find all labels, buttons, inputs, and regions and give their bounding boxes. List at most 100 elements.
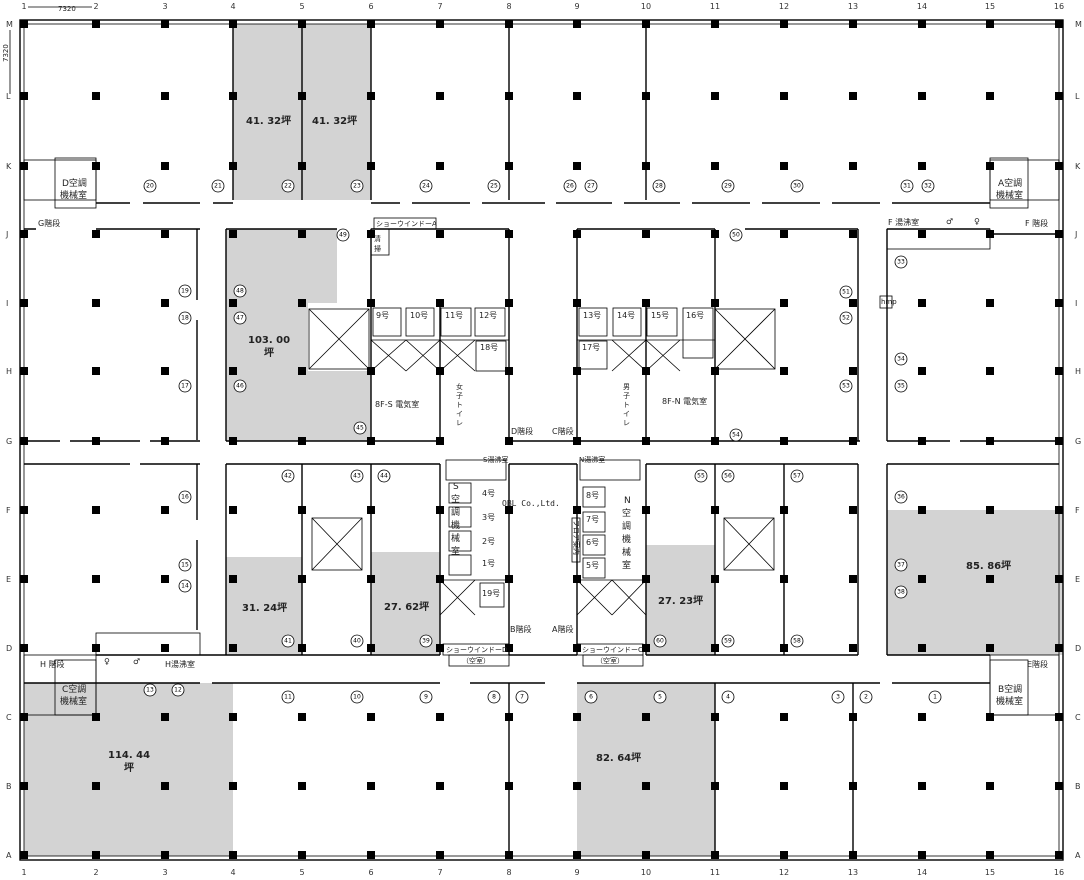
unit-marker-37[interactable]: 37 (894, 558, 908, 572)
unit-marker-2[interactable]: 2 (859, 690, 873, 704)
unit-marker-17[interactable]: 17 (178, 379, 192, 393)
d-stairs[interactable]: D階段 (511, 426, 533, 436)
unit-marker-50[interactable]: 50 (729, 228, 743, 242)
unit-marker-7[interactable]: 7 (515, 690, 529, 704)
e-stairs[interactable]: E階段 (1027, 659, 1048, 669)
unit-marker-30[interactable]: 30 (790, 179, 804, 193)
pillar (92, 851, 100, 859)
unit-marker-58[interactable]: 58 (790, 634, 804, 648)
pillar (161, 162, 169, 170)
pillar (505, 644, 513, 652)
c-stairs[interactable]: C階段 (552, 426, 574, 436)
unit-marker-59[interactable]: 59 (721, 634, 735, 648)
pillar (298, 575, 306, 583)
unit-marker-47[interactable]: 47 (233, 311, 247, 325)
unit-marker-20[interactable]: 20 (143, 179, 157, 193)
unit-marker-60[interactable]: 60 (653, 634, 667, 648)
unit-marker-13[interactable]: 13 (143, 683, 157, 697)
unit-marker-23[interactable]: 23 (350, 179, 364, 193)
b-stairs[interactable]: B階段 (510, 624, 532, 634)
pillar (1055, 713, 1063, 721)
unit-marker-6[interactable]: 6 (584, 690, 598, 704)
unit-marker-25[interactable]: 25 (487, 179, 501, 193)
unit-marker-39[interactable]: 39 (419, 634, 433, 648)
unit-marker-19[interactable]: 19 (178, 284, 192, 298)
unit-marker-34[interactable]: 34 (894, 352, 908, 366)
g-stairs[interactable]: G階段 (38, 218, 60, 228)
unit-marker-3[interactable]: 3 (831, 690, 845, 704)
area-114-44[interactable] (24, 683, 233, 856)
unit-marker-44[interactable]: 44 (377, 469, 391, 483)
unit-marker-31[interactable]: 31 (900, 179, 914, 193)
svg-text:4: 4 (726, 694, 730, 701)
area-103-00[interactable] (226, 229, 371, 441)
unit-marker-5[interactable]: 5 (653, 690, 667, 704)
pillar (642, 713, 650, 721)
unit-marker-12[interactable]: 12 (171, 683, 185, 697)
unit-marker-22[interactable]: 22 (281, 179, 295, 193)
unit-marker-27[interactable]: 27 (584, 179, 598, 193)
unit-marker-10[interactable]: 10 (350, 690, 364, 704)
area-41-32-b[interactable] (302, 24, 371, 200)
unit-marker-4[interactable]: 4 (721, 690, 735, 704)
unit-marker-11[interactable]: 11 (281, 690, 295, 704)
unit-marker-36[interactable]: 36 (894, 490, 908, 504)
unit-marker-42[interactable]: 42 (281, 469, 295, 483)
pillar (711, 162, 719, 170)
unit-marker-1[interactable]: 1 (928, 690, 942, 704)
svg-text:44: 44 (380, 473, 388, 480)
area-41-32-a[interactable] (233, 24, 302, 200)
unit-marker-16[interactable]: 16 (178, 490, 192, 504)
f-stairs[interactable]: F 階段 (1025, 218, 1048, 228)
unit-marker-15[interactable]: 15 (178, 558, 192, 572)
elevator-19: 19号 (482, 589, 500, 598)
a-stairs[interactable]: A階段 (552, 624, 573, 634)
area-85-86[interactable] (887, 510, 1063, 655)
unit-marker-41[interactable]: 41 (281, 634, 295, 648)
unit-marker-18[interactable]: 18 (178, 311, 192, 325)
unit-marker-51[interactable]: 51 (839, 285, 853, 299)
unit-marker-43[interactable]: 43 (350, 469, 364, 483)
unit-marker-49[interactable]: 49 (336, 228, 350, 242)
pillar (505, 367, 513, 375)
pillar (1055, 851, 1063, 859)
unit-marker-29[interactable]: 29 (721, 179, 735, 193)
unit-marker-52[interactable]: 52 (839, 311, 853, 325)
unit-marker-46[interactable]: 46 (233, 379, 247, 393)
svg-text:31: 31 (903, 183, 911, 190)
pillar (505, 299, 513, 307)
unit-marker-56[interactable]: 56 (721, 469, 735, 483)
svg-text:2: 2 (864, 694, 868, 701)
unit-marker-57[interactable]: 57 (790, 469, 804, 483)
svg-text:15: 15 (181, 562, 189, 569)
svg-text:38: 38 (897, 589, 905, 596)
column-label: 9 (574, 868, 579, 877)
unit-marker-55[interactable]: 55 (694, 469, 708, 483)
showwindow-c: ショーウインドーC (582, 646, 643, 654)
area-82-64[interactable] (577, 683, 715, 856)
pillar (1055, 230, 1063, 238)
unit-marker-53[interactable]: 53 (839, 379, 853, 393)
unit-marker-32[interactable]: 32 (921, 179, 935, 193)
unit-marker-21[interactable]: 21 (211, 179, 225, 193)
unit-marker-9[interactable]: 9 (419, 690, 433, 704)
unit-marker-38[interactable]: 38 (894, 585, 908, 599)
pillar (849, 713, 857, 721)
unit-marker-24[interactable]: 24 (419, 179, 433, 193)
pillar (229, 230, 237, 238)
unit-marker-26[interactable]: 26 (563, 179, 577, 193)
pillar (642, 367, 650, 375)
unit-marker-48[interactable]: 48 (233, 284, 247, 298)
unit-marker-54[interactable]: 54 (729, 428, 743, 442)
unit-marker-8[interactable]: 8 (487, 690, 501, 704)
unit-marker-33[interactable]: 33 (894, 255, 908, 269)
pillar (986, 20, 994, 28)
unit-marker-28[interactable]: 28 (652, 179, 666, 193)
unit-marker-40[interactable]: 40 (350, 634, 364, 648)
unit-marker-14[interactable]: 14 (178, 579, 192, 593)
unit-marker-45[interactable]: 45 (353, 421, 367, 435)
unit-marker-35[interactable]: 35 (894, 379, 908, 393)
svg-text:60: 60 (656, 638, 664, 645)
row-label: A (1075, 851, 1081, 860)
h-stairs[interactable]: H 階段 (40, 659, 65, 669)
